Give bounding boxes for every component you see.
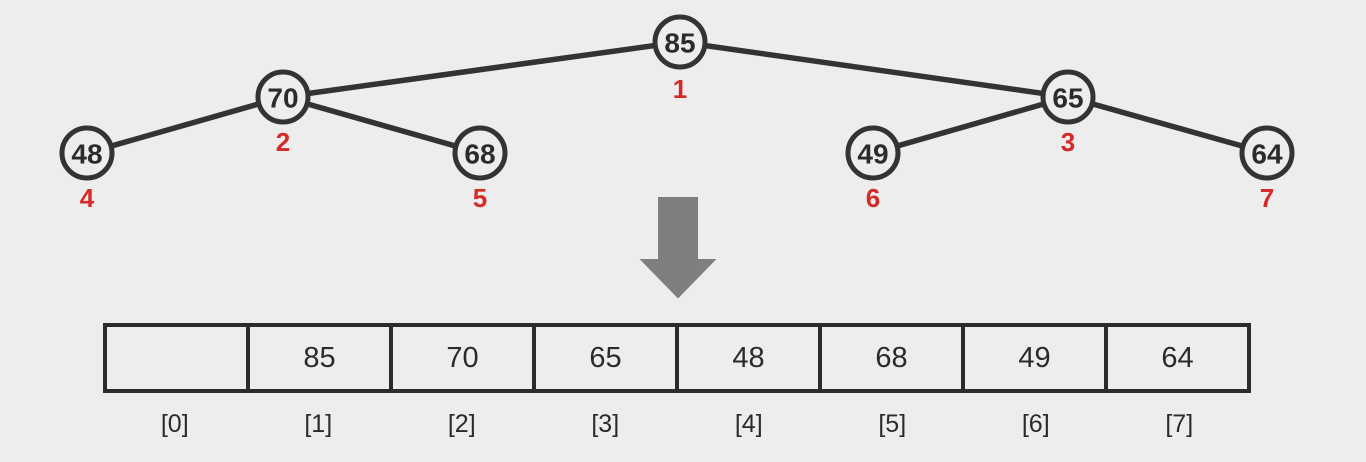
tree-edge-1-3 bbox=[677, 39, 1071, 100]
tree-node-order-label-7: 7 bbox=[1260, 183, 1274, 213]
tree-node-value-7: 64 bbox=[1251, 139, 1283, 170]
tree-edge-3-6 bbox=[870, 94, 1071, 156]
tree-node-circle-5 bbox=[452, 125, 508, 181]
tree-edge-2-5 bbox=[280, 94, 483, 156]
tree-node-order-label-6: 6 bbox=[866, 183, 880, 213]
tree-node-value-6: 49 bbox=[857, 139, 888, 170]
tree-edge-1-2 bbox=[280, 39, 683, 100]
tree-edge-2-4 bbox=[84, 94, 286, 156]
tree-node-circle-6 bbox=[845, 125, 901, 181]
tree-node-value-3: 65 bbox=[1052, 83, 1083, 114]
tree-node-circle-3 bbox=[1040, 69, 1096, 125]
tree-node-circle-4 bbox=[59, 125, 115, 181]
tree-node-value-4: 48 bbox=[71, 139, 102, 170]
array-index-label-7: [7] bbox=[1165, 410, 1194, 438]
tree-node-circle-7 bbox=[1239, 125, 1295, 181]
tree-node-order-label-1: 1 bbox=[673, 74, 687, 104]
array-cell-7: 64 bbox=[1104, 327, 1247, 389]
tree-node-order-label-5: 5 bbox=[473, 183, 487, 213]
array-index-label-0: [0] bbox=[160, 410, 189, 438]
array-index-label-3: [3] bbox=[591, 410, 620, 438]
array-representation: 85 70 65 48 68 49 64 bbox=[103, 323, 1251, 393]
tree-node-order-label-4: 4 bbox=[80, 183, 95, 213]
array-cell-6: 49 bbox=[961, 327, 1104, 389]
tree-node-circle-2 bbox=[255, 69, 311, 125]
array-cell-0 bbox=[107, 327, 246, 389]
array-cell-5: 68 bbox=[818, 327, 961, 389]
tree-edge-3-7 bbox=[1065, 94, 1270, 156]
array-index-label-1: [1] bbox=[304, 410, 333, 438]
tree-node-circle-1 bbox=[652, 14, 708, 70]
tree-node-order-label-3: 3 bbox=[1061, 127, 1075, 157]
tree-node-order-label-2: 2 bbox=[276, 127, 290, 157]
array-index-label-6: [6] bbox=[1021, 410, 1050, 438]
array-cell-4: 48 bbox=[675, 327, 818, 389]
array-index-label-2: [2] bbox=[447, 410, 476, 438]
array-index-label-5: [5] bbox=[878, 410, 907, 438]
array-cell-1: 85 bbox=[246, 327, 389, 389]
tree-node-value-5: 68 bbox=[464, 139, 495, 170]
array-cell-2: 70 bbox=[389, 327, 532, 389]
array-index-row: [0] [1] [2] [3] [4] [5] [6] [7] bbox=[103, 410, 1251, 439]
array-index-label-4: [4] bbox=[734, 410, 763, 438]
tree-node-value-2: 70 bbox=[267, 83, 298, 114]
array-cell-3: 65 bbox=[532, 327, 675, 389]
tree-node-value-1: 85 bbox=[664, 28, 695, 59]
binary-tree-canvas: 85 1 70 2 65 3 48 4 68 5 49 6 64 7 bbox=[59, 14, 1295, 299]
down-arrow-icon bbox=[639, 197, 717, 299]
